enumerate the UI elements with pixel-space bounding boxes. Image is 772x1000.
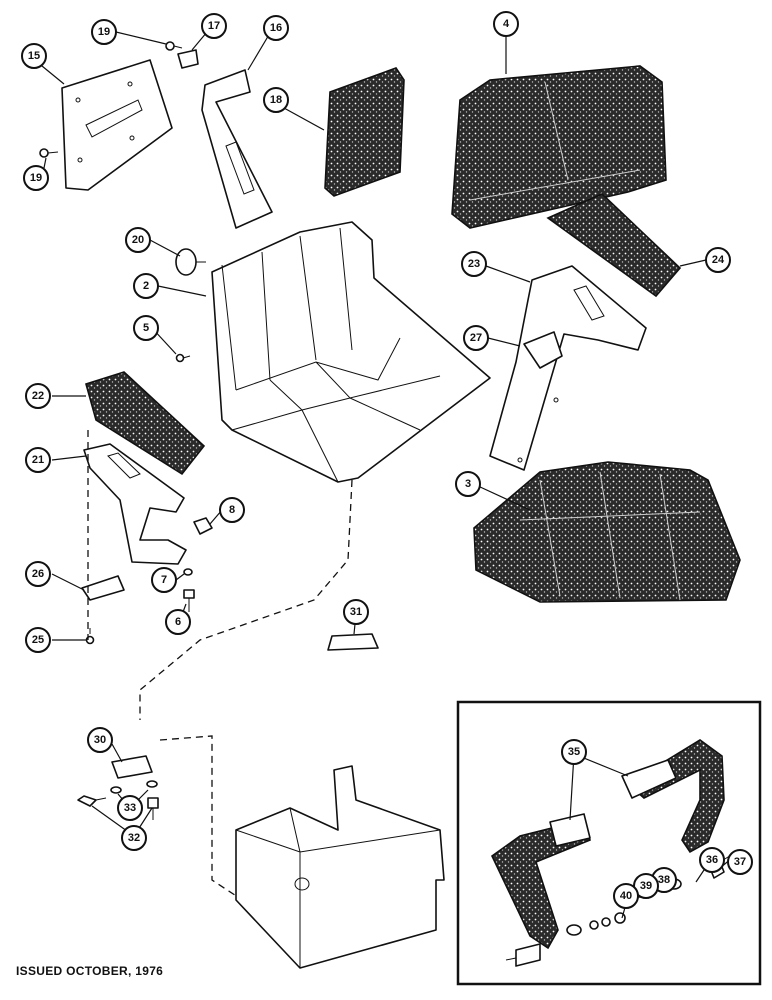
svg-text:30: 30 xyxy=(94,734,106,746)
bracket-part-30 xyxy=(111,755,153,779)
side-cushion-part-18 xyxy=(324,67,405,197)
dashed-leader-seat-to-base xyxy=(139,479,353,720)
armrest-pad-part-24 xyxy=(546,193,682,298)
svg-text:5: 5 xyxy=(143,322,149,334)
callout-32: 32 xyxy=(121,825,147,851)
callout-18: 18 xyxy=(263,87,289,113)
callout-15: 15 xyxy=(21,43,47,69)
callout-22: 22 xyxy=(25,383,51,409)
callout-19-top: 19 xyxy=(91,19,117,45)
callout-2: 2 xyxy=(133,273,159,299)
side-bracket-part-15 xyxy=(61,59,173,191)
seat-belt-strap-right xyxy=(626,739,725,854)
seat-belt-buckle xyxy=(621,759,677,799)
svg-text:24: 24 xyxy=(712,254,725,266)
angle-bracket-part-26 xyxy=(81,575,125,601)
slotted-strap-part-16 xyxy=(201,69,273,229)
armrest-bracket-part-23 xyxy=(489,265,647,471)
svg-text:40: 40 xyxy=(620,890,632,902)
callout-21: 21 xyxy=(25,447,51,473)
svg-text:26: 26 xyxy=(32,568,44,580)
armrest-bracket-part-21 xyxy=(83,443,187,565)
svg-text:22: 22 xyxy=(32,390,44,402)
plate-part-31 xyxy=(327,633,379,651)
svg-text:18: 18 xyxy=(270,94,282,106)
svg-text:38: 38 xyxy=(658,874,670,886)
callout-5: 5 xyxy=(133,315,159,341)
callout-6: 6 xyxy=(165,609,191,635)
callout-30: 30 xyxy=(87,727,113,753)
seat-belt-latch xyxy=(549,813,591,847)
svg-text:16: 16 xyxy=(270,22,282,34)
screw-part-19-left xyxy=(39,148,59,158)
seat-belt-inset xyxy=(456,700,762,986)
svg-text:27: 27 xyxy=(470,332,482,344)
callout-8: 8 xyxy=(219,497,245,523)
seat-cushion-part-3 xyxy=(473,461,741,603)
callout-7: 7 xyxy=(151,567,177,593)
washer-part-33 xyxy=(110,780,158,794)
seat-base-box xyxy=(235,765,445,969)
svg-text:6: 6 xyxy=(175,616,181,628)
seat-pan-part-2 xyxy=(211,221,491,483)
svg-text:7: 7 xyxy=(161,574,167,586)
armrest-pad-part-22 xyxy=(85,371,206,476)
svg-text:15: 15 xyxy=(28,50,40,62)
screw-part-5 xyxy=(175,353,191,363)
backrest-cushion-part-4 xyxy=(451,65,667,229)
svg-text:19: 19 xyxy=(98,26,110,38)
svg-text:25: 25 xyxy=(32,634,44,646)
nut-part-8 xyxy=(193,517,213,535)
bolt-part-32 xyxy=(77,795,159,820)
callout-26: 26 xyxy=(25,561,51,587)
clip-part-17 xyxy=(177,49,199,69)
callout-25: 25 xyxy=(25,627,51,653)
svg-text:19: 19 xyxy=(30,172,42,184)
svg-text:20: 20 xyxy=(132,234,144,246)
svg-text:8: 8 xyxy=(229,504,235,516)
callout-19-left: 19 xyxy=(23,165,49,191)
callout-33: 33 xyxy=(117,795,143,821)
issue-date-footer: ISSUED OCTOBER, 1976 xyxy=(16,964,164,978)
knob-part-20 xyxy=(175,248,206,276)
washer-part-7 xyxy=(183,568,193,576)
callout-3: 3 xyxy=(455,471,481,497)
svg-text:32: 32 xyxy=(128,832,140,844)
callout-17: 17 xyxy=(201,13,227,39)
bracket-part-27 xyxy=(523,331,563,369)
callout-16: 16 xyxy=(263,15,289,41)
callout-31: 31 xyxy=(343,599,369,625)
callout-40: 40 xyxy=(613,883,639,909)
svg-text:36: 36 xyxy=(706,854,718,866)
svg-text:17: 17 xyxy=(208,20,220,32)
svg-text:21: 21 xyxy=(32,454,44,466)
svg-text:3: 3 xyxy=(465,478,471,490)
callout-35: 35 xyxy=(561,739,587,765)
callout-39: 39 xyxy=(633,873,659,899)
svg-text:31: 31 xyxy=(350,606,362,618)
svg-text:23: 23 xyxy=(468,258,480,270)
callout-36: 36 xyxy=(699,847,725,873)
callout-20: 20 xyxy=(125,227,151,253)
callout-4: 4 xyxy=(493,11,519,37)
callout-37: 37 xyxy=(727,849,753,875)
bolt-part-6 xyxy=(183,589,195,612)
svg-text:33: 33 xyxy=(124,802,136,814)
callout-24: 24 xyxy=(705,247,731,273)
svg-text:39: 39 xyxy=(640,880,652,892)
svg-text:35: 35 xyxy=(568,746,580,758)
svg-text:37: 37 xyxy=(734,856,746,868)
svg-text:2: 2 xyxy=(143,280,149,292)
callout-23: 23 xyxy=(461,251,487,277)
seat-belt-strap-left xyxy=(490,819,591,950)
callout-27: 27 xyxy=(463,325,489,351)
screw-part-19-top xyxy=(165,41,183,51)
svg-text:4: 4 xyxy=(503,18,510,30)
